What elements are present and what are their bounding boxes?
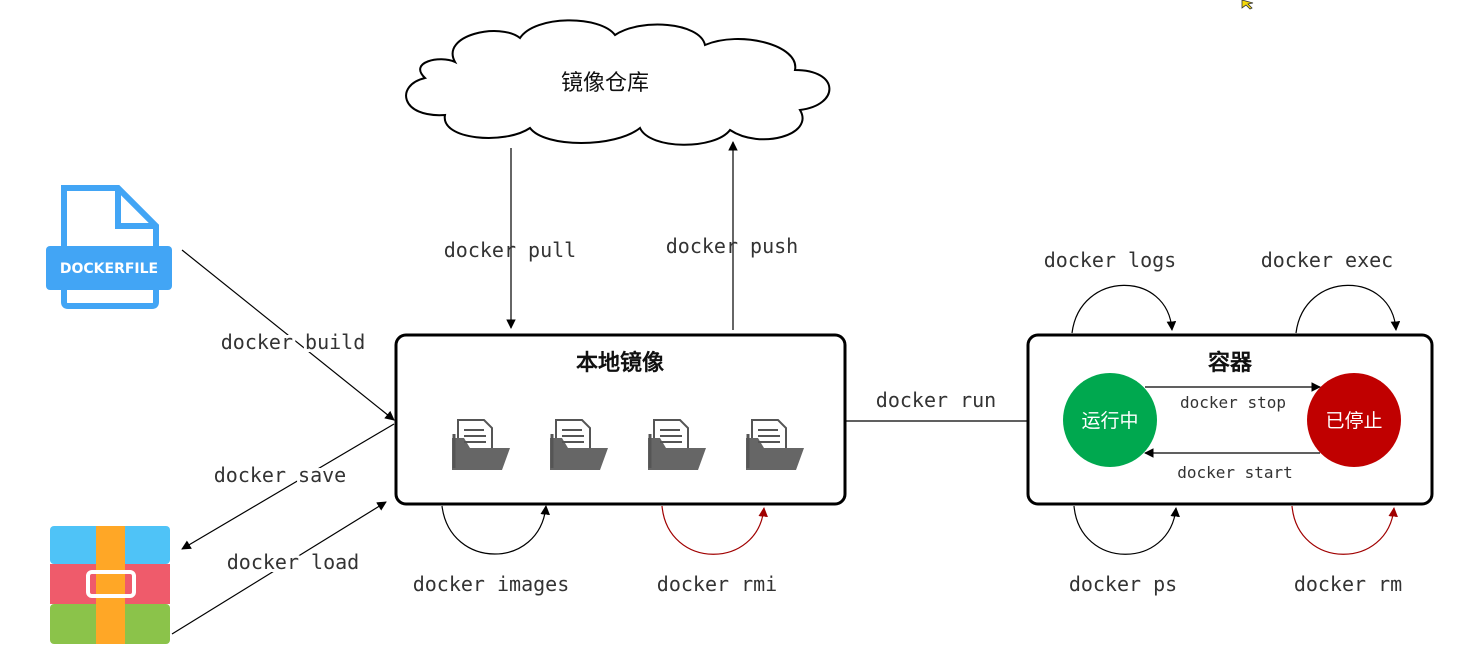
image-folder-icon xyxy=(452,419,510,470)
rmi-label: docker rmi xyxy=(657,572,777,596)
registry-label: 镜像仓库 xyxy=(561,71,649,96)
rm-label: docker rm xyxy=(1294,572,1402,596)
pull-label: docker pull xyxy=(444,238,576,262)
images-label: docker images xyxy=(413,572,570,596)
build-label: docker build xyxy=(221,330,366,354)
load-arrow xyxy=(171,501,387,635)
stopped-state-label: 已停止 xyxy=(1325,410,1382,432)
rmi-loop-arrow xyxy=(661,505,768,555)
image-folder-icon xyxy=(550,419,608,470)
container-title: 容器 xyxy=(1208,350,1253,376)
local-images-box: 本地镜像 xyxy=(394,333,847,506)
mouse-pointer-icon xyxy=(1241,0,1254,10)
dockerfile-document-icon: DOCKERFILE xyxy=(46,185,172,309)
image-folder-icon xyxy=(746,419,804,470)
save-arrow xyxy=(181,423,395,550)
logs-loop-arrow xyxy=(1071,284,1177,334)
logs-label: docker logs xyxy=(1044,248,1176,272)
run-label: docker run xyxy=(876,388,996,412)
start-label: docker start xyxy=(1177,463,1293,482)
load-label: docker load xyxy=(227,550,359,574)
stop-label: docker stop xyxy=(1180,393,1286,412)
local-images-title: 本地镜像 xyxy=(576,350,665,376)
ps-label: docker ps xyxy=(1069,572,1177,596)
images-loop-arrow xyxy=(441,505,550,555)
registry-cloud: 镜像仓库 xyxy=(405,19,831,146)
image-icons-group xyxy=(452,419,804,470)
ps-loop-arrow xyxy=(1073,505,1180,555)
save-label: docker save xyxy=(214,463,346,487)
running-state-circle xyxy=(1063,373,1157,467)
container-box: 容器 运行中 已停止 docker stop docker start xyxy=(1026,333,1434,506)
archive-package-icon xyxy=(50,526,170,644)
exec-loop-arrow xyxy=(1295,284,1401,334)
push-label: docker push xyxy=(666,234,798,258)
running-state-label: 运行中 xyxy=(1081,410,1138,432)
exec-label: docker exec xyxy=(1261,248,1393,272)
image-folder-icon xyxy=(648,419,706,470)
dockerfile-badge xyxy=(46,246,172,290)
build-arrow xyxy=(181,249,395,421)
dockerfile-badge-text: DOCKERFILE xyxy=(60,261,158,277)
rm-loop-arrow xyxy=(1291,505,1398,555)
stopped-state-circle xyxy=(1307,373,1401,467)
